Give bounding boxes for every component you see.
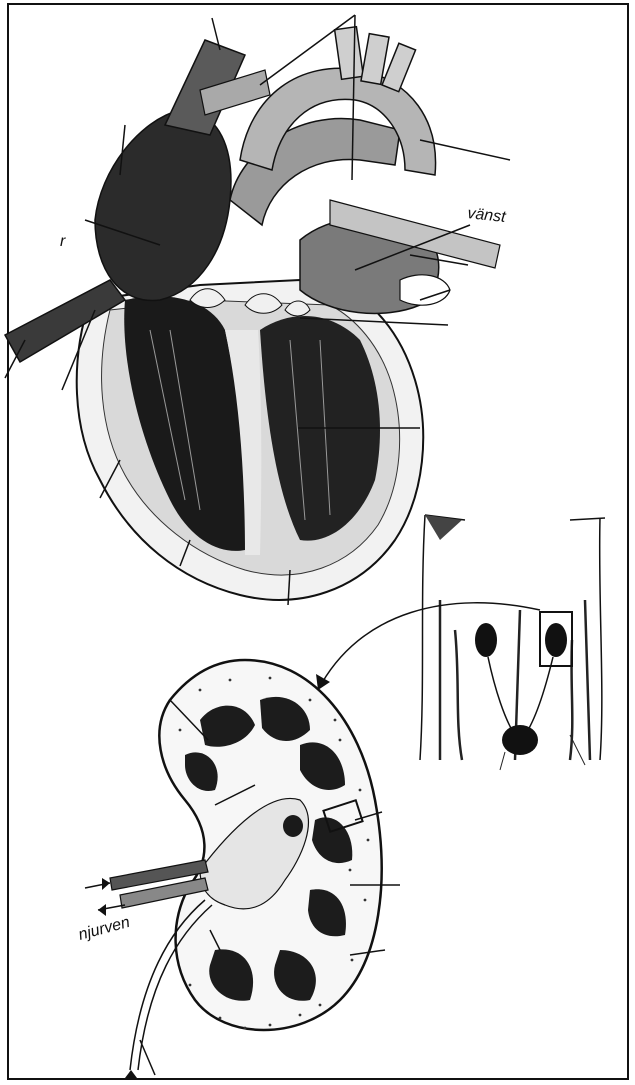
pulmonary-vein [400,275,450,305]
label-left-fragment: r [60,233,66,250]
heart-illustration [5,27,500,600]
label-vanst: vänst [467,205,507,226]
ureter-right [488,657,515,735]
kidney-right [475,623,497,657]
urethra-leader [500,752,505,770]
torso-outline [420,515,605,760]
zoom-arrow [318,603,540,690]
flow-arrows [85,878,137,1078]
kidney-left [545,623,567,657]
bladder [502,725,538,755]
kidney-illustration [85,660,382,1078]
label-njurven: njurven [77,914,132,944]
calyx-dark [283,815,303,837]
ureter-left [525,657,553,735]
torso-illustration [420,515,605,770]
right-atrium [95,110,231,300]
